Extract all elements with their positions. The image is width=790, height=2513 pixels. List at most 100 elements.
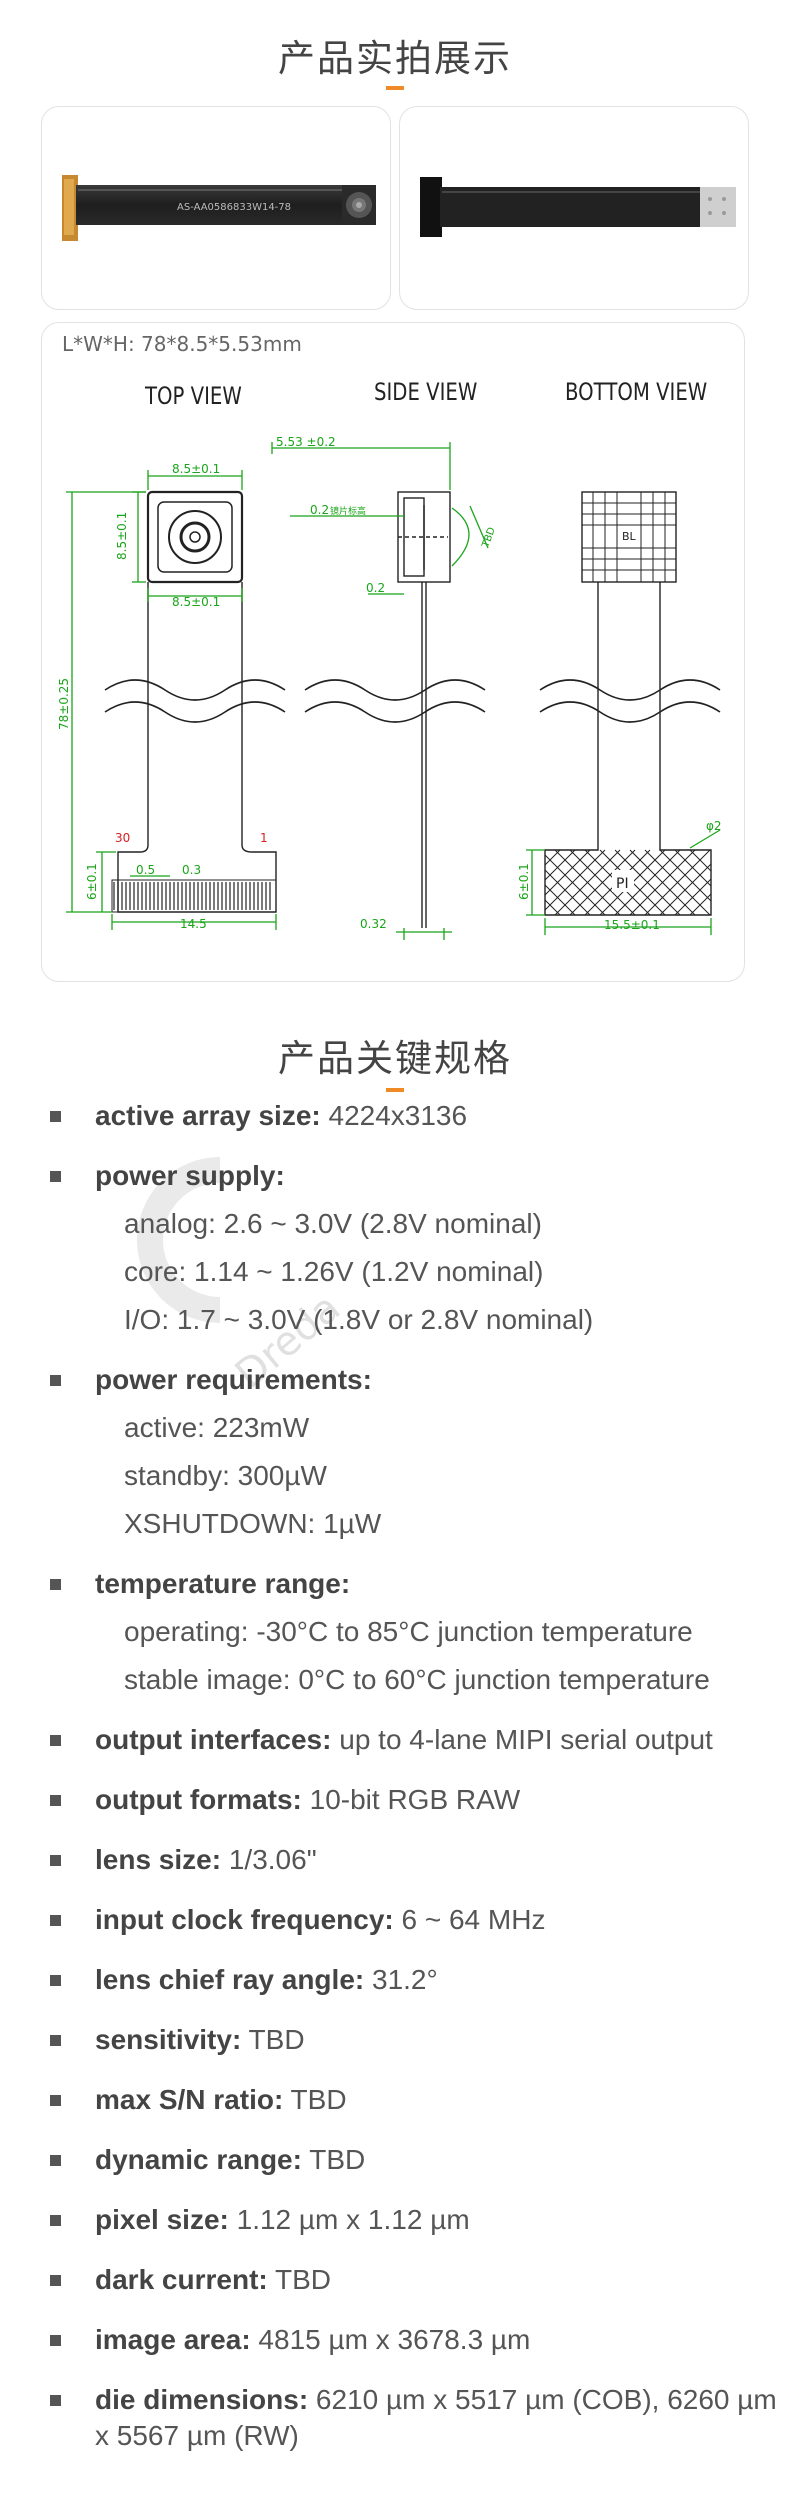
lens-height-note: 镜片标高 — [330, 505, 366, 517]
spec-subitem: stable image: 0°C to 60°C junction tempe… — [124, 1664, 710, 1695]
spec-item: die dimensions: 6210 µm x 5517 µm (COB),… — [0, 2382, 790, 2454]
spec-value: TBD — [301, 2144, 366, 2175]
square-bullet-icon — [50, 1915, 61, 1926]
spec-item: active array size: 4224x3136 — [0, 1098, 790, 1134]
top-view-label: TOP VIEW — [145, 382, 242, 410]
spec-item: image area: 4815 µm x 3678.3 µm — [0, 2322, 790, 2358]
spec-label: lens chief ray angle: — [95, 1964, 365, 1995]
square-bullet-icon — [50, 1375, 61, 1386]
top-width-label: 8.5±0.1 — [172, 462, 220, 476]
photos-title-accent — [386, 86, 404, 90]
square-bullet-icon — [50, 1579, 61, 1590]
spec-item: input clock frequency: 6 ~ 64 MHz — [0, 1902, 790, 1938]
spec-value: TBD — [283, 2084, 347, 2115]
spec-label: temperature range: — [95, 1568, 351, 1599]
dimension-drawing: 8.5±0.1 8.5±0.1 8.5±0.1 78±0.25 30 1 6±0… — [57, 435, 722, 940]
bottom-view-label: BOTTOM VIEW — [565, 378, 708, 406]
spec-label: max S/N ratio: — [95, 2084, 284, 2115]
pin-1-label: 1 — [260, 831, 268, 845]
spec-label: pixel size: — [95, 2204, 229, 2235]
top-width-lower-label: 8.5±0.1 — [172, 595, 220, 609]
lens-offset-label: 0.2 — [310, 503, 329, 517]
square-bullet-icon — [50, 2395, 61, 2406]
spec-subitem: XSHUTDOWN: 1µW — [124, 1508, 382, 1539]
photo-card-left: AS-AA0586833W14-78 — [41, 106, 391, 310]
square-bullet-icon — [50, 2095, 61, 2106]
spec-label: input clock frequency: — [95, 1904, 394, 1935]
bottom-height-label: 6±0.1 — [517, 863, 531, 900]
side-view-label: SIDE VIEW — [374, 378, 478, 406]
connector-height-label: 6±0.1 — [85, 863, 99, 900]
pin-width-label: 0.5 — [136, 863, 155, 877]
spec-item: output formats: 10-bit RGB RAW — [0, 1782, 790, 1818]
pin-30-label: 30 — [115, 831, 130, 845]
specs-title-accent — [386, 1088, 404, 1092]
spec-item: sensitivity: TBD — [0, 2022, 790, 2058]
spec-value: TBD — [241, 2024, 305, 2055]
pcb-print-text: AS-AA0586833W14-78 — [177, 202, 291, 213]
bottom-sensor-back — [581, 491, 677, 583]
spec-label: lens size: — [95, 1844, 222, 1875]
spec-label: dynamic range: — [95, 2144, 302, 2175]
camera-module-bottom-photo — [420, 177, 736, 237]
square-bullet-icon — [50, 1795, 61, 1806]
side-angle-label: TBD — [480, 526, 498, 550]
bottom-marking-label: BL — [622, 530, 637, 543]
spec-label: dark current: — [95, 2264, 268, 2295]
spec-item: lens chief ray angle: 31.2° — [0, 1962, 790, 1998]
spec-label: sensitivity: — [95, 2024, 242, 2055]
spec-subitems: active: 223mW standby: 300µW XSHUTDOWN: 1µ… — [95, 1410, 790, 1542]
square-bullet-icon — [50, 2275, 61, 2286]
spec-value: 6210 µm x 5517 µm (COB), 6260 µm x 5567 … — [95, 2384, 777, 2451]
square-bullet-icon — [50, 2035, 61, 2046]
spec-value: 6 ~ 64 MHz — [393, 1904, 546, 1935]
spec-subitem: I/O: 1.7 ~ 3.0V (1.8V or 2.8V nominal) — [124, 1304, 594, 1335]
square-bullet-icon — [50, 1171, 61, 1182]
spec-subitem: active: 223mW — [124, 1412, 310, 1443]
hole-diameter-label: φ2 — [706, 819, 722, 833]
spec-item: pixel size: 1.12 µm x 1.12 µm — [0, 2202, 790, 2238]
spec-subitem: standby: 300µW — [124, 1460, 327, 1491]
spec-subitems: analog: 2.6 ~ 3.0V (2.8V nominal)core: 1… — [95, 1206, 790, 1338]
spec-value: 4815 µm x 3678.3 µm — [250, 2324, 531, 2355]
square-bullet-icon — [50, 2215, 61, 2226]
camera-module-top-photo: AS-AA0586833W14-78 — [62, 175, 376, 241]
spec-item: dynamic range: TBD — [0, 2142, 790, 2178]
square-bullet-icon — [50, 1975, 61, 1986]
photo-card-right — [399, 106, 749, 310]
spec-item: lens size: 1/3.06" — [0, 1842, 790, 1878]
spec-item: dark current: TBD — [0, 2262, 790, 2298]
pi-stiffener-label: PI — [616, 876, 629, 892]
spec-subitems: operating: -30°C to 85°C junction temper… — [95, 1614, 790, 1698]
square-bullet-icon — [50, 2335, 61, 2346]
spec-list: active array size: 4224x3136 power supply… — [0, 1098, 790, 2478]
spec-label: active array size: — [95, 1100, 321, 1131]
top-lens-holder — [146, 490, 244, 584]
side-height-label: 5.53 ±0.2 — [276, 435, 336, 449]
bottom-width-label: 15.5±0.1 — [604, 918, 660, 932]
square-bullet-icon — [50, 2155, 61, 2166]
square-bullet-icon — [50, 1111, 61, 1122]
spec-label: output formats: — [95, 1784, 302, 1815]
spec-value: 10-bit RGB RAW — [301, 1784, 521, 1815]
pin-gap-label: 0.3 — [182, 863, 201, 877]
spec-value: 1/3.06" — [221, 1844, 317, 1875]
spec-label: output interfaces: — [95, 1724, 332, 1755]
spec-label: power requirements: — [95, 1364, 372, 1395]
spec-label: die dimensions: — [95, 2384, 309, 2415]
dimensions-label: L*W*H: 78*8.5*5.53mm — [62, 332, 302, 356]
spec-item: power requirements: active: 223mW standby:… — [0, 1362, 790, 1542]
flex-thickness-label: 0.32 — [360, 917, 387, 931]
spec-item: max S/N ratio: TBD — [0, 2082, 790, 2118]
spec-value: 1.12 µm x 1.12 µm — [228, 2204, 470, 2235]
top-height-label: 8.5±0.1 — [115, 512, 129, 560]
square-bullet-icon — [50, 1735, 61, 1746]
spec-label: image area: — [95, 2324, 251, 2355]
spec-label: power supply: — [95, 1160, 285, 1191]
photos-section-title: 产品实拍展示 — [278, 37, 512, 80]
spec-subitem: operating: -30°C to 85°C junction temper… — [124, 1616, 693, 1647]
connector-width-label: 14.5 — [180, 917, 207, 931]
spec-item: power supply: analog: 2.6 ~ 3.0V (2.8V no… — [0, 1158, 790, 1338]
specs-section-title: 产品关键规格 — [278, 1037, 512, 1080]
spec-subitem: core: 1.14 ~ 1.26V (1.2V nominal) — [124, 1256, 544, 1287]
